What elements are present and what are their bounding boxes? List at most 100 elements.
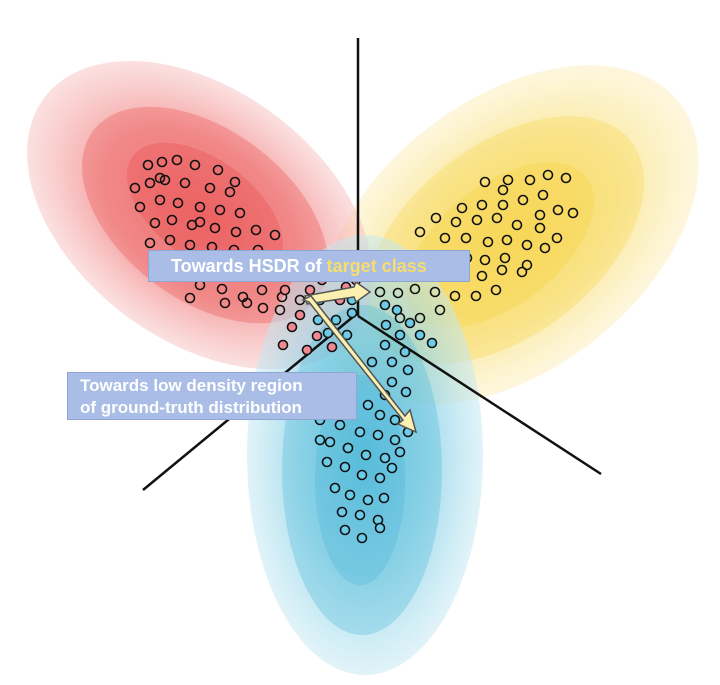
yellow-sample-point (476, 270, 488, 282)
boundary-line-lower-right (357, 314, 602, 476)
yellow-sample-point (537, 189, 549, 201)
red-sample-point (171, 154, 183, 166)
blue-sample-point (366, 356, 378, 368)
yellow-sample-point (434, 304, 446, 316)
yellow-sample-point (534, 222, 546, 234)
blue-sample-point (362, 399, 374, 411)
yellow-sample-point (476, 199, 488, 211)
blue-sample-point (362, 494, 374, 506)
yellow-sample-point (456, 202, 468, 214)
blue-sample-point (322, 327, 334, 339)
yellow-sample-point (501, 234, 513, 246)
red-sample-point (184, 292, 196, 304)
red-sample-point (189, 159, 201, 171)
yellow-sample-point (460, 232, 472, 244)
red-sample-point (129, 182, 141, 194)
towards-hsdr-text: Towards HSDR of (171, 256, 327, 276)
yellow-sample-point (551, 232, 563, 244)
red-sample-point (204, 182, 216, 194)
red-sample-point (166, 214, 178, 226)
red-boundary-sample-point (311, 330, 323, 342)
red-sample-point (159, 174, 171, 186)
red-sample-point (134, 201, 146, 213)
yellow-sample-point (409, 283, 421, 295)
blue-sample-point (394, 446, 406, 458)
blue-sample-point (414, 329, 426, 341)
yellow-sample-point (524, 174, 536, 186)
low-density-line-2: of ground-truth distribution (80, 398, 302, 417)
yellow-sample-point (491, 212, 503, 224)
blue-sample-point (321, 456, 333, 468)
red-sample-point (230, 226, 242, 238)
red-sample-point (154, 194, 166, 206)
red-sample-point (219, 297, 231, 309)
yellow-sample-point (517, 194, 529, 206)
red-sample-point (224, 186, 236, 198)
red-sample-point (212, 164, 224, 176)
red-sample-point (184, 239, 196, 251)
red-boundary-sample-point (286, 321, 298, 333)
red-sample-point (179, 177, 191, 189)
red-boundary-sample-point (304, 284, 316, 296)
red-sample-point (194, 201, 206, 213)
target-class-highlight: target class (326, 256, 427, 276)
blue-sample-point (380, 319, 392, 331)
towards-hsdr-label: Towards HSDR of target class (148, 250, 470, 282)
yellow-sample-point (499, 252, 511, 264)
yellow-sample-point (502, 174, 514, 186)
yellow-sample-point (471, 214, 483, 226)
blue-class-samples (312, 290, 438, 544)
blue-sample-point (386, 462, 398, 474)
blue-sample-point (391, 304, 403, 316)
blue-sample-point (386, 376, 398, 388)
red-boundary-sample-point (294, 309, 306, 321)
blue-sample-point (354, 509, 366, 521)
blue-sample-point (329, 482, 341, 494)
yellow-sample-point (539, 242, 551, 254)
blue-sample-point (356, 469, 368, 481)
blue-sample-point (372, 429, 384, 441)
red-sample-point (154, 172, 166, 184)
yellow-sample-point (511, 219, 523, 231)
yellow-sample-point (449, 290, 461, 302)
blue-sample-point (379, 452, 391, 464)
blue-sample-point (426, 337, 438, 349)
blue-sample-point (379, 299, 391, 311)
yellow-sample-point (414, 226, 426, 238)
red-sample-point (269, 229, 281, 241)
blue-sample-point (400, 386, 412, 398)
blue-sample-point (374, 409, 386, 421)
yellow-sample-point (439, 232, 451, 244)
red-sample-point (209, 222, 221, 234)
blue-sample-point (339, 461, 351, 473)
blue-sample-point (342, 442, 354, 454)
blue-sample-point (402, 364, 414, 376)
yellow-sample-point (542, 169, 554, 181)
blue-sample-point (389, 414, 401, 426)
blue-sample-point (379, 339, 391, 351)
yellow-sample-point (521, 259, 533, 271)
blue-sample-point (314, 434, 326, 446)
yellow-sample-point (470, 290, 482, 302)
yellow-sample-point (479, 254, 491, 266)
yellow-sample-point (497, 184, 509, 196)
blue-sample-point (378, 492, 390, 504)
arrow-towards-low-density (301, 295, 418, 434)
red-sample-point (241, 297, 253, 309)
blue-sample-point (389, 434, 401, 446)
red-boundary-sample-point (279, 284, 291, 296)
blue-sample-point (346, 307, 358, 319)
red-sample-point (144, 237, 156, 249)
red-boundary-sample-point (326, 341, 338, 353)
yellow-sample-point (392, 287, 404, 299)
red-sample-point (216, 283, 228, 295)
yellow-sample-point (479, 176, 491, 188)
yellow-sample-point (560, 172, 572, 184)
yellow-sample-point (490, 284, 502, 296)
blue-sample-point (374, 522, 386, 534)
red-boundary-sample-point (301, 344, 313, 356)
red-sample-point (156, 156, 168, 168)
red-sample-point (149, 217, 161, 229)
red-sample-point (250, 224, 262, 236)
